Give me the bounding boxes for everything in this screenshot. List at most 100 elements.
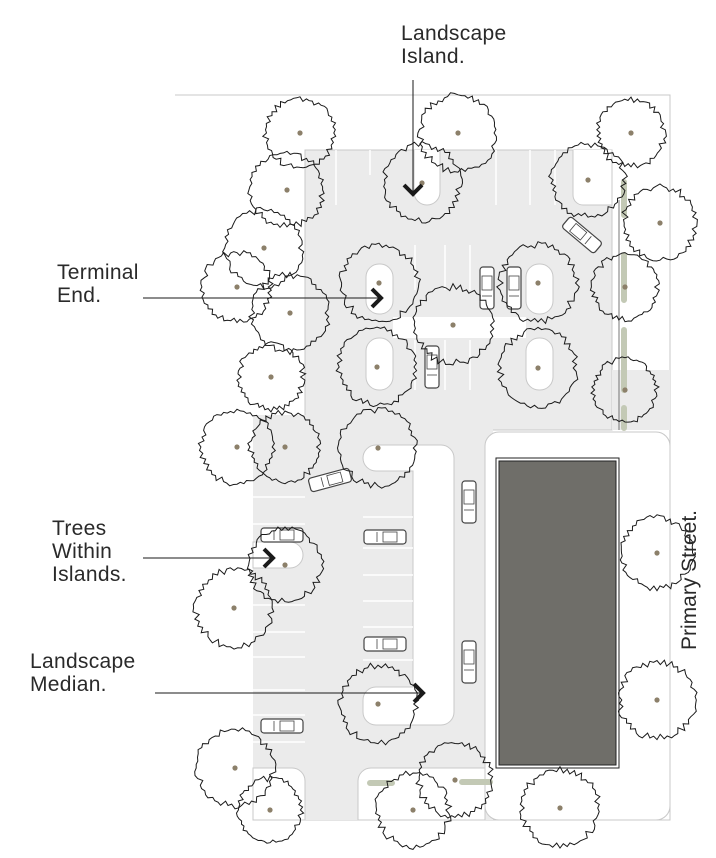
tree-trunk xyxy=(450,322,456,328)
hedge xyxy=(367,179,627,786)
car xyxy=(562,216,602,254)
tree-canopy xyxy=(374,770,453,850)
tree-canopy xyxy=(197,408,277,487)
tree-canopy xyxy=(337,662,420,746)
car xyxy=(307,467,353,493)
tree-icon xyxy=(374,770,453,850)
tree-icon xyxy=(192,567,275,650)
bottom-island xyxy=(252,767,306,821)
label-line: End. xyxy=(57,284,102,307)
tree-trunk xyxy=(375,701,381,707)
terminal-island xyxy=(525,263,554,315)
tree-canopy xyxy=(235,775,305,844)
tree-canopy xyxy=(246,526,325,604)
tree-trunk xyxy=(654,697,660,703)
tree-trunk xyxy=(455,130,461,136)
car xyxy=(461,640,477,684)
label-terminal-end: Terminal End. xyxy=(57,261,139,307)
tree-canopy xyxy=(199,250,274,324)
callout-leaders xyxy=(143,80,426,704)
tree-trunk xyxy=(282,562,288,568)
tree-icon xyxy=(194,727,277,810)
tree-icon xyxy=(235,775,305,844)
tree-canopy xyxy=(247,409,322,485)
tree-trunk xyxy=(622,387,628,393)
chevron-right-icon xyxy=(370,287,384,309)
tree-canopy xyxy=(619,514,696,592)
tree-icon xyxy=(519,765,601,849)
tree-trunk xyxy=(232,765,238,771)
tree-canopy xyxy=(247,271,331,356)
tree-canopy xyxy=(548,141,628,218)
corner-island xyxy=(572,150,613,206)
car xyxy=(461,480,477,524)
tree-icon xyxy=(412,282,495,366)
tree-trunk xyxy=(410,807,416,813)
tree-island xyxy=(252,541,304,569)
tree-trunk xyxy=(267,807,273,813)
tree-icon xyxy=(589,252,660,323)
label-line: Within xyxy=(52,540,113,563)
tree-trunk xyxy=(231,605,237,611)
label-line: Landscape xyxy=(401,22,507,45)
trees-layer xyxy=(192,92,698,850)
tree-icon xyxy=(197,408,277,487)
label-landscape-median: Landscape Median. xyxy=(30,650,135,696)
label-line: Island. xyxy=(401,45,465,68)
tree-icon xyxy=(236,341,307,413)
tree-icon xyxy=(415,742,494,819)
tree-icon xyxy=(495,241,580,325)
tree-icon xyxy=(621,183,698,262)
tree-trunk xyxy=(261,245,267,251)
label-primary-street: Primary Street. xyxy=(678,509,701,651)
ground-layer xyxy=(175,94,671,821)
tree-icon xyxy=(247,271,331,356)
label-line: Trees xyxy=(52,517,107,540)
tree-icon xyxy=(416,92,498,174)
crosswalk-island xyxy=(393,317,526,338)
tree-trunk xyxy=(585,177,591,183)
car xyxy=(363,636,407,652)
tree-icon xyxy=(548,141,628,218)
tree-icon xyxy=(246,526,325,604)
tree-icon xyxy=(247,150,325,229)
label-line: Landscape xyxy=(30,650,136,673)
tree-icon xyxy=(335,326,418,408)
label-line: Islands. xyxy=(52,563,127,586)
tree-canopy xyxy=(519,765,601,849)
car xyxy=(363,529,407,545)
tree-canopy xyxy=(416,92,498,174)
tree-trunk xyxy=(282,444,288,450)
tree-canopy xyxy=(335,326,418,408)
tree-trunk xyxy=(376,280,382,286)
tree-trunk xyxy=(657,220,663,226)
bottom-island xyxy=(357,767,486,821)
tree-icon xyxy=(337,662,420,746)
tree-icon xyxy=(222,206,305,290)
tree-icon xyxy=(199,250,274,324)
car xyxy=(479,266,495,310)
tree-canopy xyxy=(589,252,660,323)
tree-trunk xyxy=(628,130,634,136)
tree-trunk xyxy=(234,284,240,290)
tree-canopy xyxy=(621,183,698,262)
tree-canopy xyxy=(590,356,660,423)
tree-icon xyxy=(617,659,698,741)
landscape-island xyxy=(413,150,441,206)
tree-canopy xyxy=(338,242,422,323)
tree-icon xyxy=(590,356,660,423)
building xyxy=(498,460,617,766)
tree-trunk xyxy=(622,284,628,290)
tree-icon xyxy=(336,406,418,489)
tree-trunk xyxy=(297,130,303,136)
label-line: Terminal xyxy=(57,261,139,284)
car xyxy=(260,718,304,734)
tree-canopy xyxy=(496,326,579,409)
label-line: Median. xyxy=(30,673,107,696)
tree-trunk xyxy=(287,310,293,316)
tree-icon xyxy=(261,96,337,169)
tree-canopy xyxy=(617,659,698,741)
terminal-island xyxy=(525,337,554,391)
label-trees-within-islands: Trees Within Islands. xyxy=(52,517,127,586)
